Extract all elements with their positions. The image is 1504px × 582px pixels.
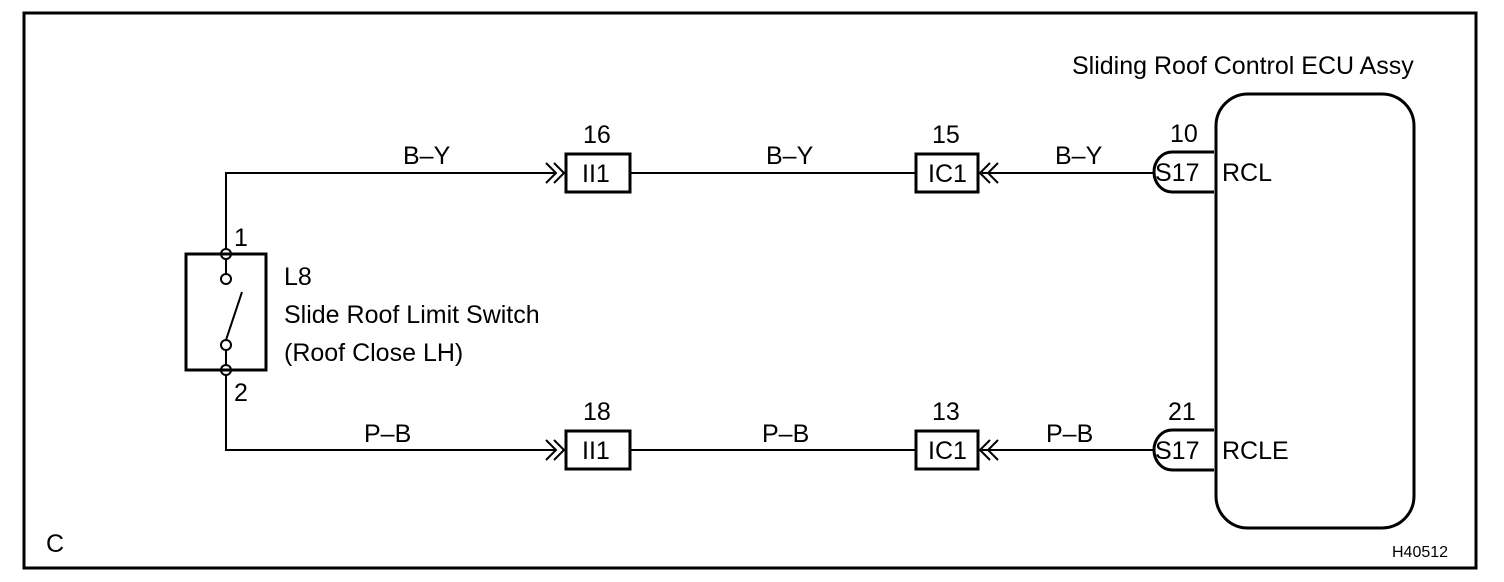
lower-wire-segment-1 bbox=[225, 375, 556, 451]
figure-id: H40512 bbox=[1392, 544, 1448, 561]
upper-connector-ii1-pin: 16 bbox=[583, 121, 611, 149]
diagram-frame bbox=[22, 11, 1478, 570]
ecu-pin-number-rcle: 21 bbox=[1168, 398, 1196, 426]
ecu-connector-rcle-label: S17 bbox=[1155, 437, 1199, 465]
ecu-connector-rcle bbox=[1152, 428, 1214, 472]
ecu-connector-rcl bbox=[1152, 150, 1214, 194]
lower-wire-chevron-1 bbox=[545, 439, 566, 461]
lower-wire-color-1: P–B bbox=[364, 420, 411, 448]
ecu-title: Sliding Roof Control ECU Assy bbox=[1072, 52, 1414, 80]
upper-wire-color-1: B–Y bbox=[403, 142, 451, 170]
switch-contact-top bbox=[220, 273, 232, 285]
ecu-terminal-rcl: RCL bbox=[1222, 159, 1272, 187]
ecu-connector-rcl-label: S17 bbox=[1155, 159, 1199, 187]
corner-label: C bbox=[46, 530, 64, 558]
upper-wire-color-2: B–Y bbox=[766, 142, 814, 170]
ecu-pin-number-rcl: 10 bbox=[1170, 120, 1198, 148]
switch-code: L8 bbox=[284, 263, 312, 291]
upper-connector-ic1-pin: 15 bbox=[932, 121, 960, 149]
ecu-terminal-rcle: RCLE bbox=[1222, 437, 1289, 465]
switch-contact-bottom bbox=[220, 339, 232, 351]
lower-wire-color-2: P–B bbox=[762, 420, 809, 448]
upper-wire-color-3: B–Y bbox=[1055, 142, 1103, 170]
switch-pin-top-label: 1 bbox=[234, 224, 248, 252]
lower-wire-color-3: P–B bbox=[1046, 420, 1093, 448]
upper-connector-ic1 bbox=[914, 152, 980, 194]
lower-connector-ic1-label: IC1 bbox=[928, 437, 967, 465]
upper-wire-chevron-1 bbox=[545, 162, 566, 184]
switch-subname: (Roof Close LH) bbox=[284, 339, 463, 367]
lower-connector-ii1-label: II1 bbox=[582, 437, 610, 465]
upper-connector-ic1-label: IC1 bbox=[928, 160, 967, 188]
lower-connector-ii1-pin: 18 bbox=[583, 398, 611, 426]
ecu-box bbox=[1214, 92, 1416, 530]
switch-blade bbox=[225, 291, 243, 341]
switch-name: Slide Roof Limit Switch bbox=[284, 301, 540, 329]
switch-box bbox=[184, 252, 268, 372]
lower-connector-ic1 bbox=[914, 429, 980, 471]
switch-pin-bottom-label: 2 bbox=[234, 379, 248, 407]
upper-wire-segment-1 bbox=[225, 172, 556, 249]
lower-connector-ic1-pin: 13 bbox=[932, 398, 960, 426]
upper-connector-ii1-label: II1 bbox=[582, 160, 610, 188]
